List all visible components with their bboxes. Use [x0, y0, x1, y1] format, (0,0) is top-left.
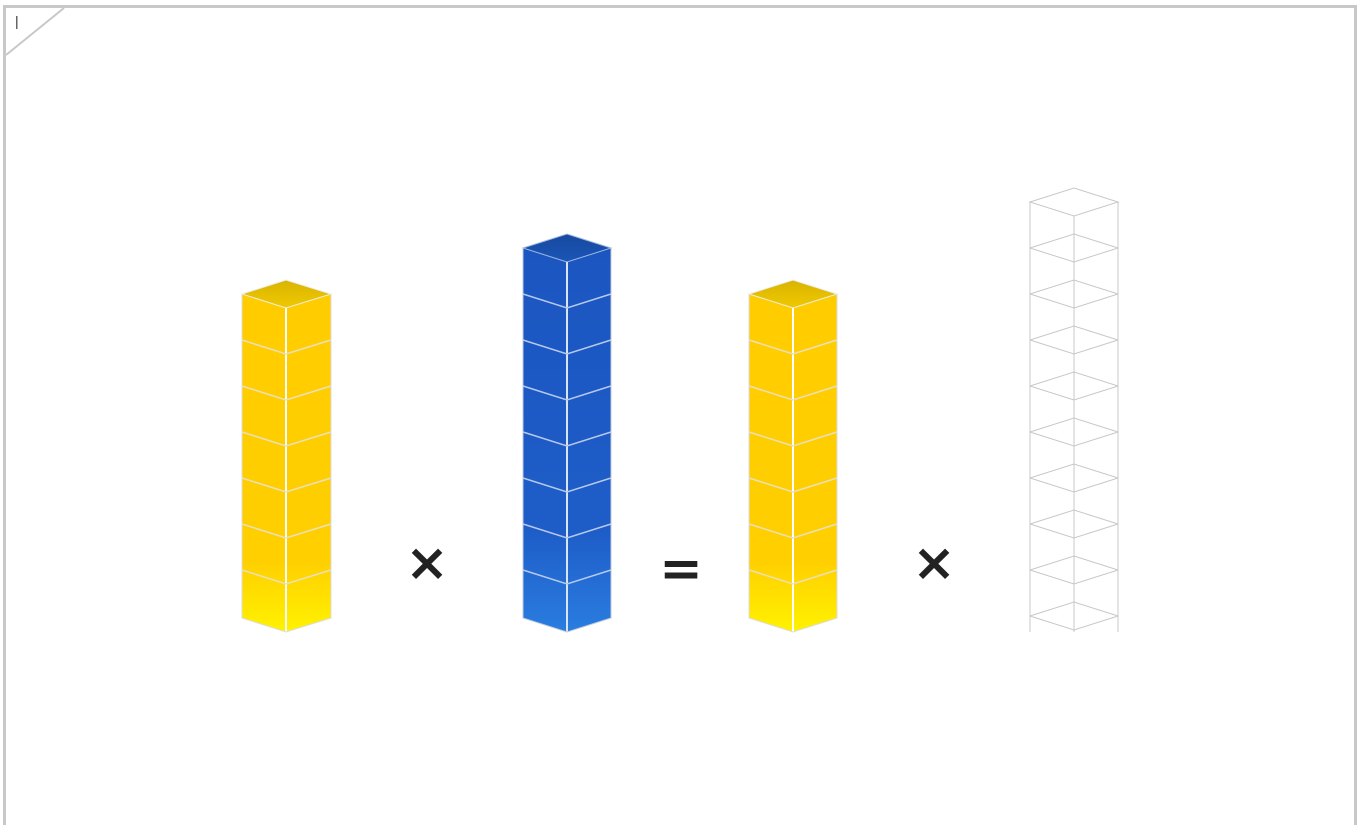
times-operator-2: × — [912, 533, 956, 593]
blue-tower[interactable] — [521, 233, 613, 633]
equals-operator: = — [659, 539, 703, 599]
page-fold-corner-icon[interactable] — [6, 8, 68, 58]
cursor-caret: | — [15, 13, 19, 29]
empty-tower-outline[interactable] — [1028, 187, 1120, 632]
yellow-tower-right[interactable] — [747, 279, 839, 633]
yellow-tower-left[interactable] — [240, 279, 333, 633]
workspace-frame: | — [3, 5, 1357, 825]
times-operator-1: × — [405, 533, 449, 593]
